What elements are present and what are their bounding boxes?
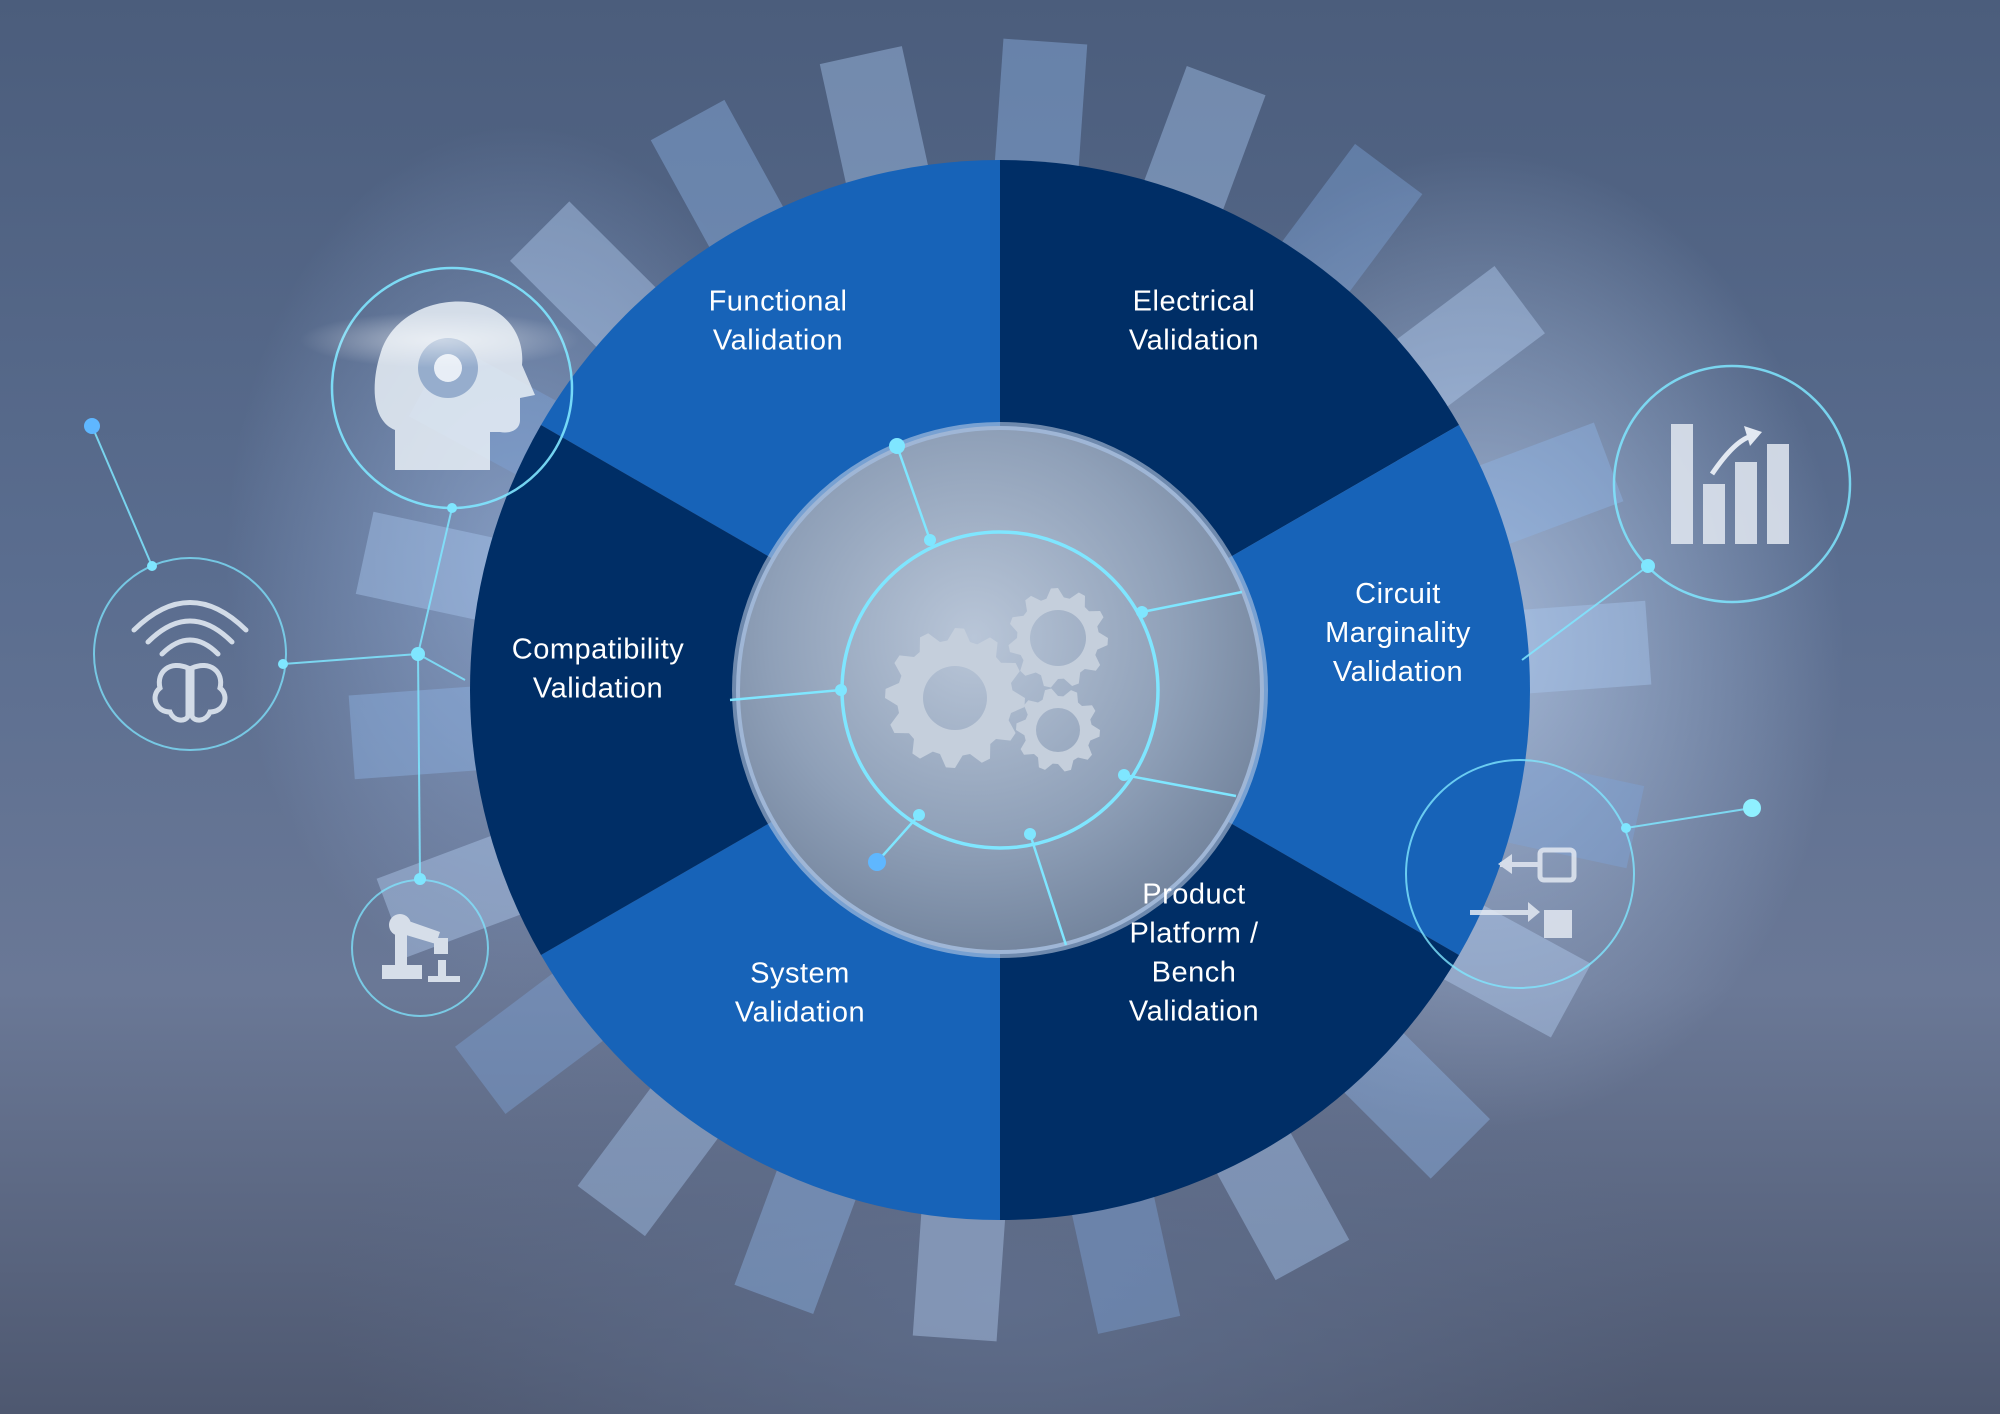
outer-tile: [994, 38, 1088, 169]
outer-tile: [1505, 759, 1645, 869]
right-network-lines: [1521, 565, 1753, 829]
gears-icon: [885, 588, 1108, 772]
outer-tile: [1521, 600, 1652, 694]
outer-tile: [348, 686, 479, 780]
outer-tile: [355, 511, 495, 621]
bar-chart-growth-icon: [1612, 364, 1852, 604]
outer-tile: [819, 46, 929, 186]
outer-tile: [1477, 422, 1624, 545]
outer-tile: [455, 972, 605, 1114]
label-line: Compatibility: [512, 634, 685, 666]
hub-connector-nodes: [835, 438, 1148, 871]
label-line: Validation: [533, 673, 663, 705]
outer-tile: [1071, 1194, 1181, 1334]
outer-tile: [577, 1086, 720, 1237]
center-hub: [729, 422, 1268, 958]
outer-tile: [1342, 1031, 1490, 1179]
label-line: Validation: [1333, 656, 1463, 688]
label-line: Product: [1142, 879, 1245, 911]
outer-tile: [650, 99, 785, 249]
label-line: Validation: [1129, 325, 1259, 357]
label-line: Functional: [709, 286, 848, 318]
process-flow-icon: [1405, 759, 1635, 989]
outer-tile: [912, 1211, 1006, 1342]
label-line: System: [750, 958, 850, 990]
outer-tile: [1280, 143, 1423, 294]
outer-tile: [1395, 266, 1545, 408]
label-line: Circuit: [1355, 578, 1441, 610]
label-line: Bench: [1152, 957, 1237, 989]
label-line: Electrical: [1133, 286, 1256, 318]
label-line: Marginality: [1325, 617, 1471, 649]
outer-tile: [1215, 1131, 1350, 1281]
hub-connector-lines: [729, 445, 1243, 946]
outer-tile: [1441, 904, 1592, 1038]
ai-head-gear-icon: [300, 266, 580, 510]
outer-tile: [1143, 66, 1266, 212]
label-line: Validation: [1129, 996, 1259, 1028]
left-network-nodes: [84, 418, 457, 885]
outer-tile: [510, 201, 658, 349]
label-line: Validation: [713, 325, 843, 357]
label-line: Platform /: [1129, 918, 1259, 950]
robot-arm-icon: [351, 879, 489, 1017]
left-network-lines: [91, 425, 466, 880]
label-line: Validation: [735, 997, 865, 1029]
wifi-brain-icon: [93, 557, 287, 751]
outer-tile: [734, 1168, 857, 1314]
